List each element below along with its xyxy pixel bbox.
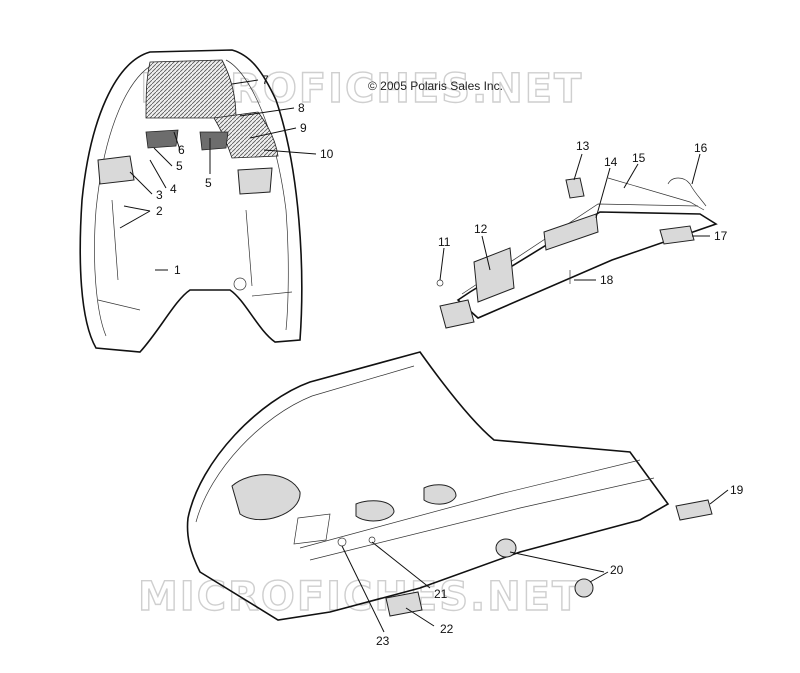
- callout-labels: 1 2 3 4 5 5 6 7 8 9 10 11 12 13 14 15 16…: [156, 73, 744, 648]
- callout-2: 2: [156, 204, 163, 218]
- callout-6: 6: [178, 143, 185, 157]
- belly-pan-illustration: [186, 351, 713, 621]
- watermark-bottom: MICROFICHES.NET: [138, 574, 581, 620]
- hood-underside-illustration: [79, 49, 303, 353]
- leader-lines: [119, 79, 729, 633]
- callout-8: 8: [298, 101, 305, 115]
- copyright-notice: © 2005 Polaris Sales Inc.: [368, 79, 503, 93]
- callout-5b: 5: [205, 176, 212, 190]
- callout-17: 17: [714, 229, 728, 243]
- callout-7: 7: [262, 73, 269, 87]
- callout-10: 10: [320, 147, 334, 161]
- callout-3: 3: [156, 188, 163, 202]
- callout-4: 4: [170, 182, 177, 196]
- callout-21: 21: [434, 587, 448, 601]
- callout-13: 13: [576, 139, 590, 153]
- callout-12: 12: [474, 222, 488, 236]
- callout-14: 14: [604, 155, 618, 169]
- callout-16: 16: [694, 141, 708, 155]
- callout-15: 15: [632, 151, 646, 165]
- callout-9: 9: [300, 121, 307, 135]
- callout-19: 19: [730, 483, 744, 497]
- callout-11: 11: [438, 235, 451, 249]
- callout-23: 23: [376, 634, 390, 648]
- callout-20: 20: [610, 563, 624, 577]
- callout-1: 1: [174, 263, 181, 277]
- callout-22: 22: [440, 622, 454, 636]
- callout-18: 18: [600, 273, 614, 287]
- callout-5a: 5: [176, 159, 183, 173]
- flap-assembly-illustration: [436, 177, 718, 329]
